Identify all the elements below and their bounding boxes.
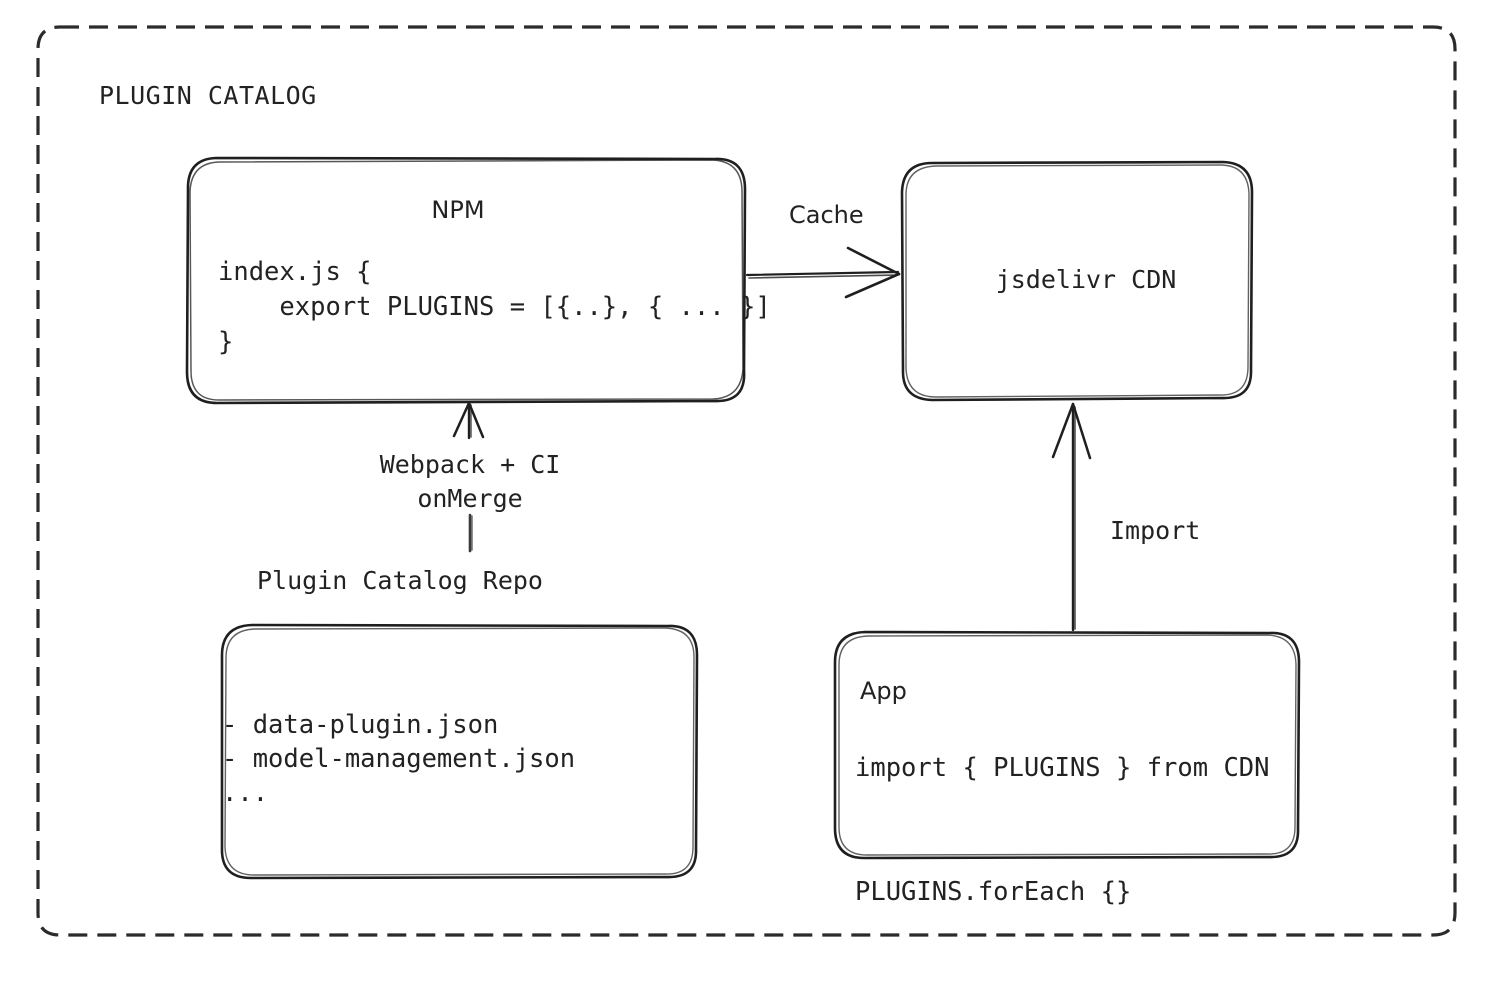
webpack-edge-label: Webpack + CI onMerge	[379, 450, 561, 513]
cache-edge-label: Cache	[789, 201, 864, 229]
npm-node-code: index.js { export PLUGINS = [{..}, { ...…	[218, 257, 771, 357]
group-title-plugin-catalog: PLUGIN CATALOG	[99, 81, 317, 110]
cdn-node-title: jsdelivr CDN	[995, 265, 1177, 294]
repo-node-caption: Plugin Catalog Repo	[257, 566, 543, 595]
npm-node-title: NPM	[431, 196, 485, 224]
app-node-code: import { PLUGINS } from CDN PLUGINS.forE…	[855, 753, 1270, 907]
import-edge-label: Import	[1110, 516, 1201, 545]
repo-node-file-list: - data-plugin.json - model-management.js…	[222, 710, 576, 808]
import-edge-arrow	[1051, 402, 1092, 632]
app-node-title: App	[860, 677, 907, 705]
